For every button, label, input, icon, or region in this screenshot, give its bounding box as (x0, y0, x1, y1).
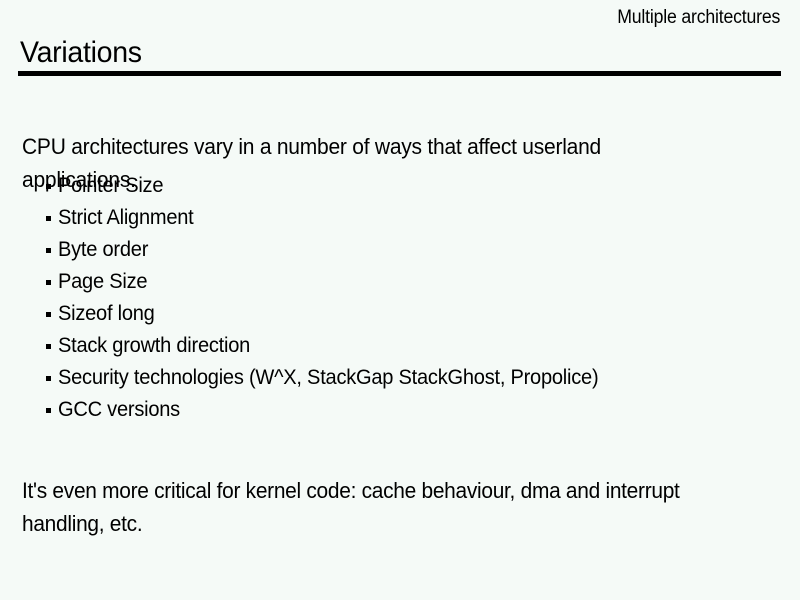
list-item: GCC versions (46, 394, 786, 426)
list-item: Pointer Size (46, 170, 786, 202)
square-bullet-icon (46, 216, 51, 221)
list-item: Page Size (46, 266, 786, 298)
list-item-label: Page Size (58, 270, 148, 293)
title-divider (18, 71, 781, 76)
list-item: Security technologies (W^X, StackGap Sta… (46, 362, 786, 394)
list-item-label: Sizeof long (58, 302, 155, 325)
list-item-label: Strict Alignment (58, 206, 194, 229)
slide-header: Multiple architectures Variations (0, 0, 800, 80)
outro-paragraph: It's even more critical for kernel code:… (22, 478, 680, 536)
variations-bullet-list: Pointer Size Strict Alignment Byte order… (46, 170, 786, 426)
list-item: Stack growth direction (46, 330, 786, 362)
square-bullet-icon (46, 312, 51, 317)
list-item-label: Byte order (58, 238, 149, 261)
square-bullet-icon (46, 376, 51, 381)
list-item: Byte order (46, 234, 786, 266)
list-item-label: Pointer Size (58, 174, 164, 197)
intro-paragraph: CPU architectures vary in a number of wa… (22, 134, 601, 192)
list-item: Strict Alignment (46, 202, 786, 234)
square-bullet-icon (46, 248, 51, 253)
list-item-label: Security technologies (W^X, StackGap Sta… (58, 366, 599, 389)
square-bullet-icon (46, 408, 51, 413)
square-bullet-icon (46, 184, 51, 189)
list-item-label: GCC versions (58, 398, 180, 421)
page-title: Variations (20, 36, 142, 69)
square-bullet-icon (46, 280, 51, 285)
slide-section-label: Multiple architectures (617, 7, 780, 28)
list-item: Sizeof long (46, 298, 786, 330)
list-item-label: Stack growth direction (58, 334, 251, 357)
slide-body: CPU architectures vary in a number of wa… (0, 80, 800, 600)
square-bullet-icon (46, 344, 51, 349)
